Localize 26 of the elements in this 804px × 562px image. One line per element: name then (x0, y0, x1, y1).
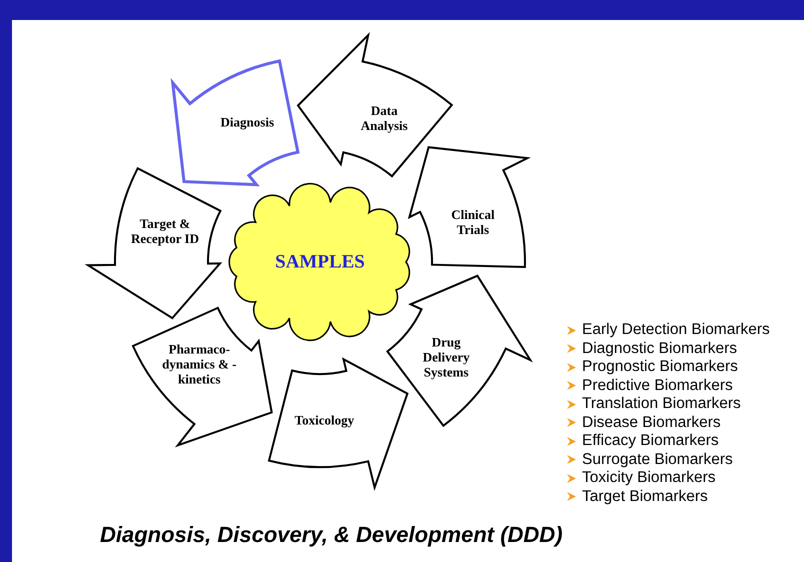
node-label: Diagnosis (220, 114, 276, 130)
list-item: Disease Biomarkers (582, 414, 721, 432)
list-item: Early Detection Biomarkers (582, 321, 770, 340)
curved-arrow-shape (267, 357, 410, 490)
curved-arrow-shape (385, 273, 532, 427)
curved-arrow-shape (296, 33, 454, 179)
node-label: Target & Receptor ID (130, 216, 200, 246)
curved-arrow-shape (86, 166, 223, 320)
node-label: Toxicology (294, 412, 356, 428)
list-item: Predictive Biomarkers (582, 376, 733, 395)
curved-arrow-shape (131, 305, 274, 447)
node-label: Clinical Trials (450, 207, 496, 238)
node-label: Drug Delivery Systems (422, 334, 471, 380)
caption: Diagnosis, Discovery, & Development (DDD) (100, 522, 563, 548)
node-label: Pharmaco- dynamics & - kinetics (161, 341, 238, 386)
node-label: Data Analysis (360, 102, 409, 133)
curved-arrow-shape (170, 59, 300, 187)
list-item: Translation Biomarkers (582, 395, 741, 414)
list-item: Target Biomarkers (582, 488, 708, 506)
list-item: Surrogate Biomarkers (582, 450, 733, 469)
list-item: Efficacy Biomarkers (582, 432, 719, 450)
curved-arrow-shape (407, 145, 530, 269)
node-label: SAMPLES (275, 254, 365, 270)
list-item: Toxicity Biomarkers (582, 469, 716, 488)
list-item: Prognostic Biomarkers (582, 358, 738, 376)
list-item: Diagnostic Biomarkers (582, 340, 738, 358)
